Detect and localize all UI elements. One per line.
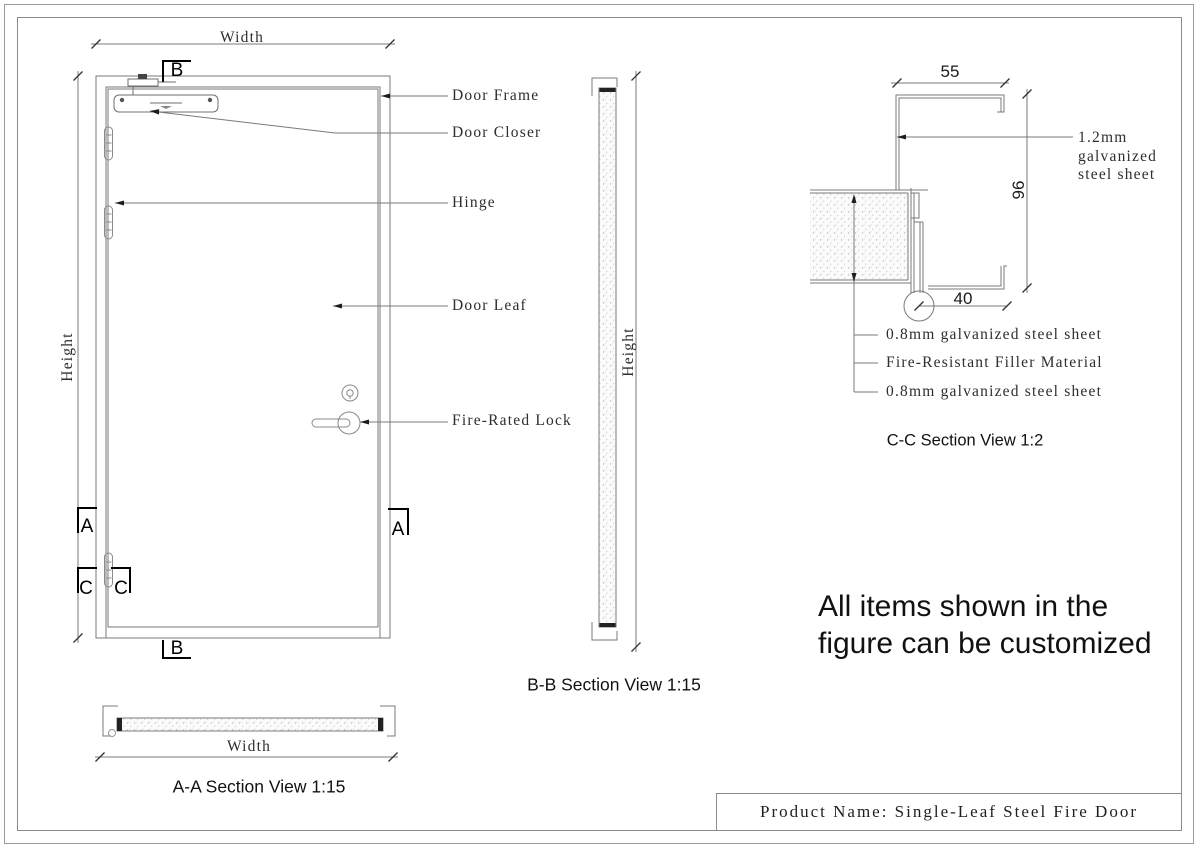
callout-fire-rated-lock: Fire-Rated Lock — [452, 412, 573, 429]
callout-door-frame: Door Frame — [452, 87, 540, 104]
hinge-symbols — [104, 126, 113, 588]
fire-rated-lock-symbol — [311, 384, 361, 435]
cc-frame-sheet-note-line1: 1.2mm — [1078, 129, 1128, 146]
customization-note: All items shown in the figure can be cus… — [818, 588, 1152, 662]
callout-door-leaf: Door Leaf — [452, 297, 527, 314]
product-name-text: Product Name: Single-Leaf Steel Fire Doo… — [759, 802, 1138, 821]
callout-arrowheads — [115, 93, 390, 425]
section-cut-markers — [77, 60, 409, 659]
cc-frame-sheet-note-line2: galvanized — [1078, 147, 1158, 165]
section-marker-b-bottom: B — [170, 638, 184, 659]
title-block: Product Name: Single-Leaf Steel Fire Doo… — [716, 793, 1182, 831]
cc-dim-96: 96 — [1009, 180, 1028, 200]
cc-section-linework — [810, 78, 1073, 393]
door-frame-outline — [95, 75, 391, 639]
aa-section-caption: A-A Section View 1:15 — [172, 776, 346, 797]
cc-section-caption: C-C Section View 1:2 — [886, 431, 1044, 450]
door-closer-symbol — [113, 74, 219, 113]
elevation-view-linework — [73, 39, 448, 659]
callout-leaders — [115, 95, 448, 423]
section-marker-c-left: C — [79, 578, 93, 599]
door-frame-inner-outline — [105, 86, 381, 638]
aa-section-linework — [95, 705, 398, 762]
section-marker-c-right: C — [114, 578, 128, 599]
cc-leaf-note-bottom-sheet: 0.8mm galvanized steel sheet — [886, 383, 1103, 400]
elevation-dimensions — [77, 43, 395, 643]
cc-leaf-note-top-sheet: 0.8mm galvanized steel sheet — [886, 326, 1103, 343]
cc-frame-sheet-note-line3: steel sheet — [1078, 166, 1156, 183]
sheet-outer-border — [4, 4, 1194, 844]
elevation-width-label: Width — [219, 29, 265, 46]
section-marker-a-left: A — [80, 516, 94, 537]
bb-section-caption: B-B Section View 1:15 — [527, 674, 701, 695]
sheet-inner-border — [17, 17, 1182, 831]
aa-width-label: Width — [226, 738, 272, 755]
section-marker-a-right: A — [391, 519, 405, 540]
elevation-height-label: Height — [59, 332, 76, 382]
cc-frame-sheet-note: 1.2mm galvanized steel sheet — [1078, 129, 1157, 185]
cc-dim-55: 55 — [940, 62, 960, 81]
callout-hinge: Hinge — [452, 194, 496, 211]
cc-leaf-note-filler: Fire-Resistant Filler Material — [886, 354, 1103, 371]
elevation-dim-ticks — [73, 39, 395, 643]
customization-note-line2: figure can be customized — [818, 627, 1152, 660]
cc-dim-40: 40 — [953, 289, 973, 308]
callout-door-closer: Door Closer — [452, 124, 542, 141]
bb-height-label: Height — [620, 327, 637, 377]
door-leaf-outline — [107, 88, 379, 628]
customization-note-line1: All items shown in the — [818, 590, 1109, 623]
bb-section-linework — [591, 71, 641, 652]
section-marker-b-top: B — [170, 60, 184, 81]
